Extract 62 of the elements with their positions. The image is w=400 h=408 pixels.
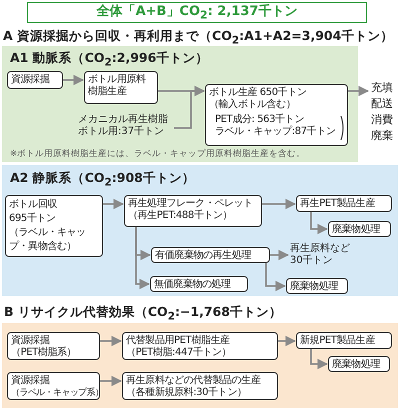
arrow bbox=[135, 227, 150, 290]
stage-list: 配送 bbox=[371, 96, 398, 112]
process-box: 廃棄物処理 bbox=[328, 221, 391, 237]
stage-list: 廃棄 bbox=[371, 128, 398, 144]
arrow bbox=[100, 376, 122, 386]
output-text: 再生原料など bbox=[290, 243, 351, 254]
step-text: 695千トン bbox=[9, 212, 57, 226]
process-box bbox=[205, 84, 348, 146]
annotation-text: ボトル用:37千トン bbox=[78, 126, 166, 138]
step-text: （ラベル・キャップ系） bbox=[11, 387, 96, 399]
stage-list: 充填 bbox=[371, 80, 398, 96]
process-box: 有価廃棄物の再生処理 bbox=[151, 247, 270, 263]
output-text: 30千トン bbox=[290, 255, 334, 267]
arrow bbox=[278, 336, 296, 346]
annotation-text: メカニカル再生樹脂 bbox=[78, 114, 169, 126]
step-text: ボトル生産 650千トン bbox=[209, 87, 308, 98]
arrow bbox=[270, 250, 290, 260]
process-box bbox=[124, 195, 262, 227]
arrow bbox=[348, 86, 370, 96]
step-text: ボトル回収 bbox=[9, 198, 58, 212]
step-text: 再生原料などの代替製品の生産 bbox=[126, 375, 262, 386]
process-box: 廃棄物処理 bbox=[286, 278, 348, 294]
step-text: （ラベル・キャップ・異物含む） bbox=[9, 226, 87, 254]
process-box: 再生PET製品生産 bbox=[296, 195, 392, 212]
step-text: （輸入ボトル含む） bbox=[209, 99, 296, 111]
process-box bbox=[5, 195, 103, 257]
panel-background bbox=[2, 46, 358, 162]
step-text: （PET樹脂:447千トン） bbox=[126, 347, 232, 359]
step-text: 資源採掘 bbox=[11, 335, 50, 346]
process-box: 資源採掘 bbox=[7, 71, 63, 89]
process-box bbox=[122, 332, 278, 360]
stage-list: 消費 bbox=[371, 112, 398, 128]
arrow bbox=[174, 86, 206, 129]
step-text: 再生処理フレーク・ペレット bbox=[128, 198, 254, 210]
step-text: （再生PET:488千トン） bbox=[128, 210, 234, 222]
process-box: 新規PET製品生産 bbox=[296, 332, 392, 349]
step-text: 資源採掘 bbox=[11, 375, 50, 387]
arrow bbox=[103, 198, 124, 210]
step-text: 代替製品用PET樹脂生産 bbox=[126, 335, 231, 346]
arrow bbox=[265, 263, 286, 292]
title-box: 全体「A+B」CO$_{2}$: 2,137千トン bbox=[27, 2, 367, 23]
arrow bbox=[100, 336, 122, 346]
process-box bbox=[7, 332, 100, 360]
step-text: ラベル・キャップ:87千トン bbox=[214, 126, 336, 138]
panel-background bbox=[2, 165, 398, 296]
panel-heading: A1 動脈系（CO$_{2}$:2,996千トン） bbox=[10, 50, 208, 70]
process-box bbox=[7, 372, 100, 400]
arrow bbox=[310, 349, 328, 370]
process-box: ボトル用原料樹脂生産 bbox=[84, 71, 158, 104]
footnote: ※ボトル用原料樹脂生産には、ラベル・キャップ用原料樹脂生産を含む。 bbox=[10, 148, 306, 160]
process-box: 廃棄物処理 bbox=[328, 356, 390, 372]
step-text: （各種新規原料:30千トン） bbox=[126, 387, 248, 399]
panel-heading: B リサイクル代替効果（CO$_{2}$:−1,768千トン） bbox=[4, 304, 282, 324]
process-box: 無価廃棄物の処理 bbox=[150, 276, 248, 292]
arrow bbox=[262, 198, 296, 210]
arrow bbox=[63, 74, 84, 86]
process-box bbox=[122, 372, 278, 400]
step-text: PET成分: 563千トン bbox=[214, 114, 305, 126]
panel-heading: A2 静脈系（CO$_{2}$:908千トン） bbox=[10, 170, 195, 190]
section-heading: A 資源採掘から回収・再利用まで（CO$_{2}$:A1+A2=3,904千トン） bbox=[3, 28, 394, 48]
arrow bbox=[310, 212, 328, 234]
step-text: （PET樹脂系） bbox=[11, 347, 78, 359]
